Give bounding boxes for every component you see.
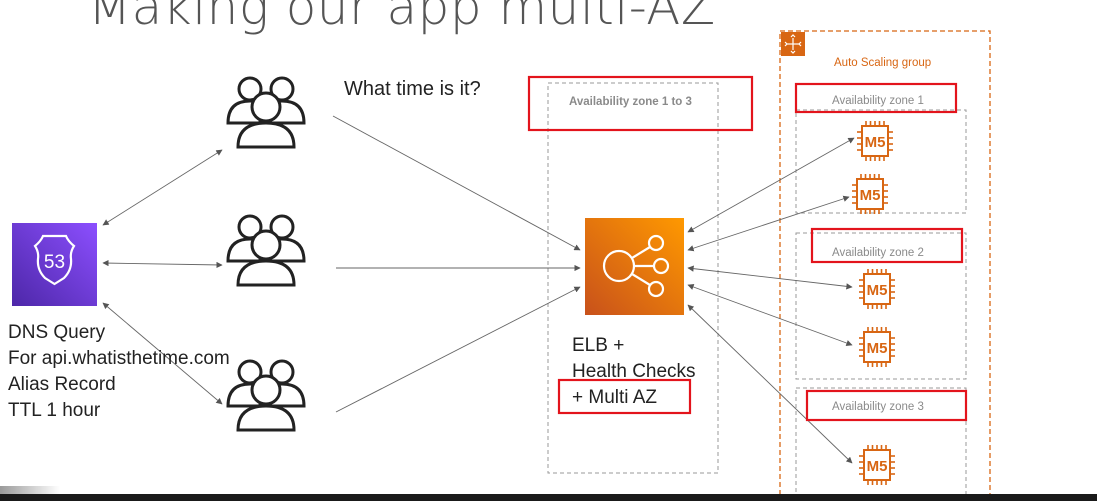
az1-label: Availability zone 1 [832, 95, 924, 107]
connector-elb-m5-1 [687, 137, 855, 233]
auto-scaling-group-icon [781, 32, 805, 56]
elb-description: ELB + Health Checks + Multi AZ [572, 333, 696, 411]
m5-label: M5 [867, 340, 888, 357]
connector-elb-m5-2 [687, 195, 850, 252]
slide-title: Making our app multi-AZ [88, 0, 716, 36]
highlight-az1 [794, 82, 958, 114]
availability-zone-2-box [795, 232, 967, 380]
connector-route53-users-bottom [102, 302, 223, 405]
connector-users-top-elb [332, 115, 581, 251]
dns-line: For api.whatisthetime.com [8, 348, 230, 369]
users-icon-middle [226, 214, 306, 287]
availability-zone-1-box [795, 109, 967, 214]
m5-instance-3: M5 [858, 268, 896, 310]
route53-description: DNS Query For api.whatisthetime.com Alia… [8, 320, 230, 424]
availability-zone-3-box [795, 387, 967, 501]
highlight-az2 [810, 227, 964, 264]
elb-line: + Multi AZ [572, 387, 657, 408]
connector-route53-users-top [102, 149, 223, 226]
slide-footer-bar [0, 494, 1097, 501]
m5-label: M5 [867, 458, 888, 475]
connector-route53-users-middle [102, 259, 223, 269]
connector-elb-m5-3 [687, 265, 853, 290]
route53-icon: 53 [12, 223, 97, 306]
users-question: What time is it? [344, 78, 481, 100]
connector-elb-m5-5 [687, 304, 853, 464]
users-icon-top [226, 76, 306, 149]
dns-line: Alias Record [8, 374, 116, 395]
highlight-elb-zone [527, 75, 754, 132]
m5-label: M5 [860, 187, 881, 204]
connector-users-bottom-elb [335, 286, 581, 413]
az3-label: Availability zone 3 [832, 401, 924, 413]
m5-label: M5 [867, 282, 888, 299]
dns-line: TTL 1 hour [8, 400, 101, 421]
elb-icon [585, 218, 684, 315]
m5-instance-4: M5 [858, 326, 896, 368]
asg-label: Auto Scaling group [834, 57, 932, 69]
m5-instance-5: M5 [858, 444, 896, 486]
connector-elb-m5-4 [687, 283, 853, 347]
highlight-multi-az [557, 378, 692, 415]
m5-instance-2: M5 [851, 173, 889, 215]
dns-line: DNS Query [8, 322, 106, 343]
elb-zone-label: Availability zone 1 to 3 [569, 96, 692, 108]
elb-line: Health Checks [572, 361, 696, 382]
route53-badge-text: 53 [44, 252, 65, 273]
highlight-az3 [805, 389, 968, 422]
users-icon-bottom [226, 359, 306, 432]
az2-label: Availability zone 2 [832, 247, 924, 259]
m5-label: M5 [865, 134, 886, 151]
elb-line: ELB + [572, 335, 625, 356]
m5-instance-1: M5 [856, 120, 894, 162]
slide-footer-shade [0, 486, 60, 494]
